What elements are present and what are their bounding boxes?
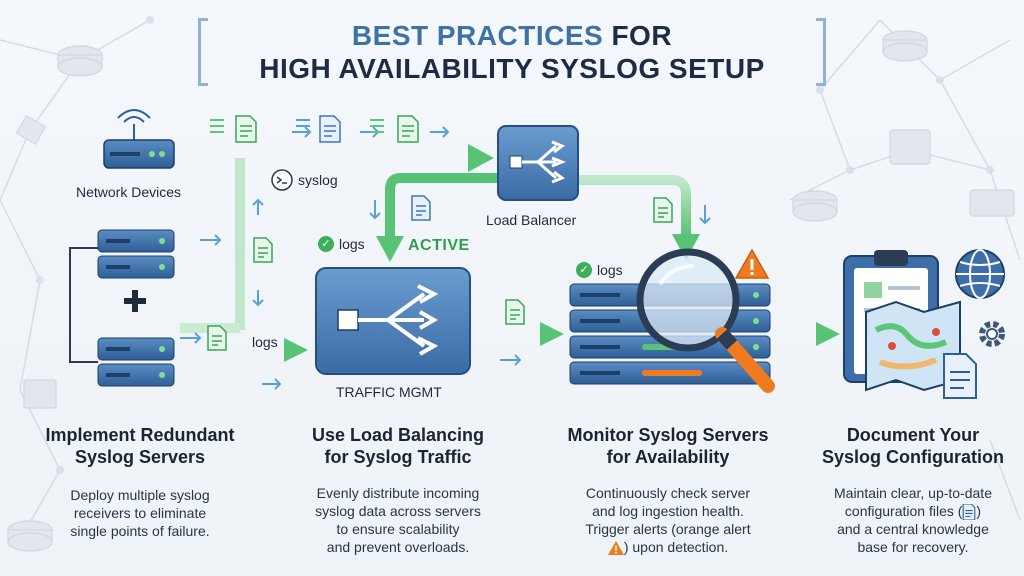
- traffic-mgmt-icon: [315, 267, 471, 375]
- label-logs-left: logs: [252, 334, 278, 350]
- config-file-icon: [943, 353, 977, 399]
- step2-heading: Use Load Balancing for Syslog Traffic: [311, 425, 485, 467]
- step3-description: Continuously check server and log ingest…: [585, 485, 751, 556]
- step1-description: Deploy multiple syslog receivers to elim…: [70, 487, 210, 539]
- flow-to-monitor-arrow: [540, 322, 564, 346]
- flow-lb-right-arrow: [672, 234, 700, 260]
- load-balancer-icon: [497, 125, 579, 201]
- log-file-icons: [207, 115, 673, 351]
- map-icon: [865, 300, 961, 392]
- flow-to-docs-arrow: [816, 322, 840, 346]
- flow-lb-down-arrow: [376, 236, 404, 262]
- check-icon: ✓: [576, 262, 592, 278]
- alert-triangle-icon: [734, 248, 770, 279]
- step1-heading: Implement Redundant Syslog Servers: [45, 425, 235, 467]
- flow-paths: [180, 144, 840, 362]
- globe-icon: [955, 249, 1005, 299]
- flow-lb-down: [385, 173, 498, 238]
- label-network-devices: Network Devices: [76, 184, 182, 200]
- label-traffic-mgmt: TRAFFIC MGMT: [336, 384, 442, 400]
- terminal-icon: [271, 169, 293, 191]
- title-bracket-left: [198, 18, 208, 86]
- router-icon: [103, 109, 175, 169]
- gear-icon: [979, 321, 1005, 347]
- step3-heading: Monitor Syslog Servers for Availability: [567, 425, 769, 467]
- title-bracket-right: [816, 18, 826, 86]
- page-title-line1: BEST PRACTICES FOR: [198, 20, 826, 52]
- file-inline-icon: [963, 504, 976, 521]
- server-top-icon: [97, 229, 175, 279]
- plus-icon: [124, 290, 146, 312]
- label-logs-top-text: logs: [339, 236, 365, 252]
- page-title-line2: HIGH AVAILABILITY SYSLOG SETUP: [259, 53, 765, 84]
- step4-description: Maintain clear, up-to-date configuration…: [834, 485, 992, 556]
- label-syslog: syslog: [298, 172, 338, 188]
- flow-top-arrow: [468, 144, 494, 172]
- redundant-servers: [69, 229, 175, 387]
- flow-lb-right: [578, 175, 691, 236]
- magnifier-icon: [636, 248, 775, 393]
- label-logs-monitor: ✓ logs: [576, 262, 623, 278]
- title-accent: BEST PRACTICES: [351, 20, 604, 51]
- label-load-balancer: Load Balancer: [486, 212, 577, 228]
- title-rest: FOR: [611, 20, 673, 51]
- server-bottom-icon: [97, 337, 175, 387]
- check-icon: ✓: [318, 236, 334, 252]
- label-logs-monitor-text: logs: [597, 262, 623, 278]
- step4-heading: Document Your Syslog Configuration: [822, 425, 1004, 467]
- label-active: ACTIVE: [408, 237, 470, 254]
- label-logs-top: ✓ logs: [318, 236, 365, 252]
- alert-inline-icon: [607, 541, 624, 556]
- flow-to-traffic-arrow: [284, 338, 308, 362]
- health-bar-orange: [642, 370, 702, 376]
- title-block: BEST PRACTICES FOR HIGH AVAILABILITY SYS…: [198, 14, 826, 90]
- step2-description: Evenly distribute incoming syslog data a…: [315, 485, 481, 555]
